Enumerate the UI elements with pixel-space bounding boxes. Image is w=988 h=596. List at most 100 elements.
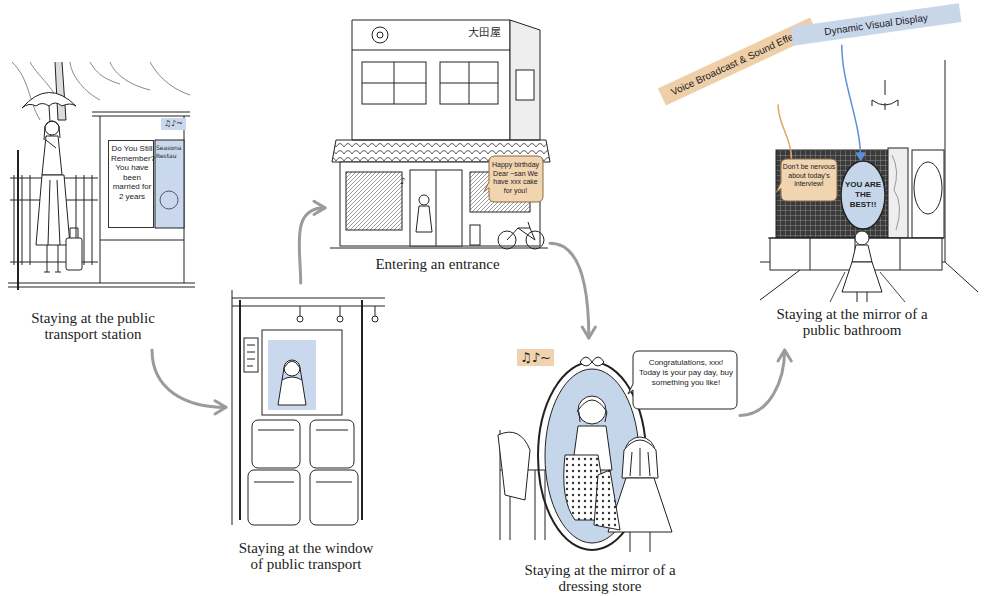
music-sticker: ♫♪~: [161, 118, 186, 130]
scene-caption: Staying at the mirror of a public bathro…: [762, 306, 942, 338]
scene-caption: Entering an entrance: [325, 256, 550, 272]
oval-shape: [841, 161, 885, 229]
arrow-head: [314, 201, 325, 214]
sign-board: Do You Still Remember? You have been mar…: [108, 140, 154, 228]
poster-text: Seasona Restau: [156, 144, 184, 160]
chandelier: [872, 80, 898, 110]
mirror-oval: YOU ARE THE BEST!!: [840, 160, 886, 230]
person-head: [419, 195, 429, 205]
speech-bubble: Congratulations, xxx! Today is your pay …: [628, 350, 738, 410]
flow-arrow: [550, 243, 595, 338]
mirror-panel: [912, 150, 944, 238]
mirror-bow: [580, 357, 604, 366]
arrow-line: [299, 208, 325, 283]
arrow-head: [857, 153, 865, 160]
node-text: Happy birthday Dear ~san We have xxx cak…: [489, 161, 542, 195]
window-bars: [362, 62, 498, 104]
speech-bubble: Happy birthday Dear ~san We have xxx cak…: [484, 155, 544, 203]
mirror: [914, 162, 942, 214]
shop-sign: 大田屋: [468, 26, 501, 39]
hand-straps: [300, 306, 375, 316]
speech-bubble: Don't be nervous about today's interview…: [776, 158, 838, 202]
flow-arrow: [842, 45, 865, 160]
bubble-shape: [628, 351, 737, 409]
person-body: [416, 206, 432, 232]
scene-panel: Staying at the mirror of a public bathro…: [758, 88, 980, 350]
window-glass: [268, 340, 316, 410]
suitcase-handle: [70, 228, 78, 238]
scene-caption: Staying at the window of public transpor…: [231, 540, 381, 572]
flow-arrow: [740, 350, 791, 415]
node-text: Dynamic Visual Display: [791, 3, 962, 45]
leader-lines: [830, 272, 905, 302]
arrow-head: [215, 401, 226, 414]
parapet: [352, 50, 510, 51]
station-scene: [8, 62, 195, 290]
tile-wall: [776, 150, 906, 238]
suitcase: [66, 238, 82, 270]
coat: [42, 136, 62, 175]
door-frame: [436, 170, 437, 246]
legs: [44, 140, 61, 272]
marble-panel: [888, 148, 908, 238]
flow-arrow: [152, 350, 226, 414]
bubble-shape: [776, 159, 837, 201]
scene-caption: Staying at the mirror of a dressing stor…: [510, 562, 690, 594]
entrance-scene: [330, 20, 550, 249]
tree-trunk: [55, 62, 66, 120]
dress: [36, 175, 70, 245]
arrow-line: [842, 45, 861, 160]
girl-legs: [630, 532, 650, 552]
seat: [252, 420, 300, 468]
node-text: Don't be nervous about today's interview…: [782, 163, 836, 189]
node-text: YOU ARE THE BEST!!: [843, 180, 883, 210]
room-lines: [760, 60, 978, 300]
seat: [248, 470, 300, 525]
logo-inner: [377, 32, 383, 38]
arrow-head: [582, 327, 595, 338]
node-text: Congratulations, xxx! Today is your pay …: [638, 358, 734, 388]
bubble-shape: [484, 156, 543, 202]
side-face: [510, 20, 540, 140]
strap-ring: [337, 316, 343, 322]
scene-panel: Staying at the mirror of a dressing stor…: [488, 338, 740, 596]
scene-panel: Entering an entrance Happy birthday Dear …: [325, 12, 550, 284]
woman-legs: [857, 292, 867, 302]
tree-branches: [12, 62, 190, 120]
held-clothes: [594, 470, 620, 530]
reflection-hair: [577, 400, 607, 422]
marble-veins: [892, 155, 900, 230]
flow-arrow: [299, 201, 325, 283]
scene-panel: Staying at the public transport station D…: [8, 58, 200, 350]
arrow-line: [778, 105, 791, 158]
music-note: ♪: [400, 176, 406, 187]
arrow-line: [550, 243, 589, 338]
woman-head: [855, 231, 869, 245]
strap-ring: [297, 316, 303, 322]
bus-wall: [232, 290, 385, 525]
flow-arrow: [778, 105, 791, 158]
umbrella: [22, 92, 76, 138]
scene-caption: Staying at the public transport station: [13, 310, 173, 342]
upper-floor: [352, 20, 510, 140]
reflection-head: [578, 396, 606, 424]
poster-pattern: [160, 191, 178, 209]
mailbox: [470, 225, 480, 245]
window-frame: [262, 330, 342, 415]
node-text: Do You Still Remember? You have been mar…: [111, 144, 153, 201]
side-window: [516, 70, 534, 100]
scene-panel: Staying at the window of public transpor…: [226, 283, 392, 579]
notice: [244, 338, 258, 372]
arrow-line: [740, 350, 785, 415]
ground: [8, 283, 195, 287]
head: [284, 360, 300, 376]
music-notes: ♫♪~: [517, 349, 554, 366]
woman-body: [852, 245, 872, 262]
arrow-head: [778, 350, 791, 361]
pole: [17, 150, 19, 290]
woman-skirt: [842, 262, 882, 292]
door: [410, 170, 462, 246]
